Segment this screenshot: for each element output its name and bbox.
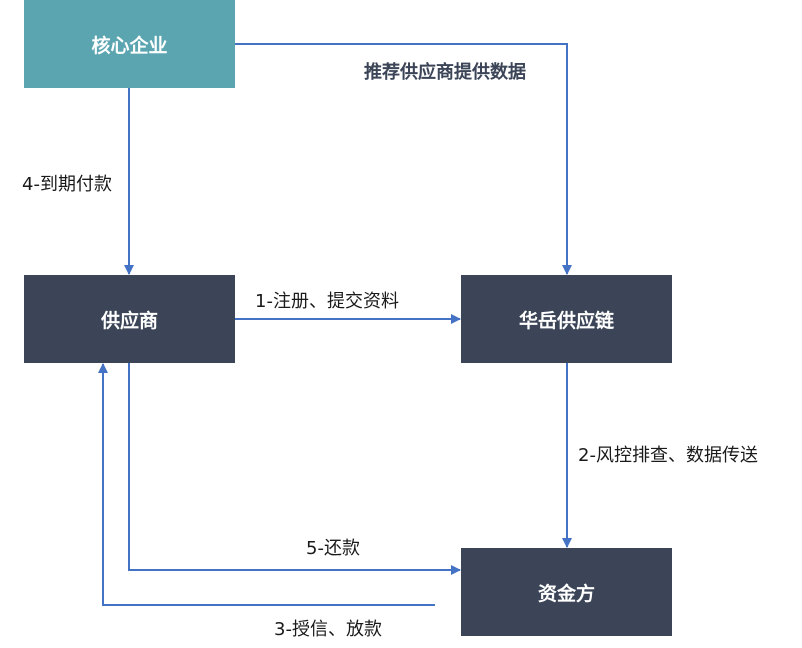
- node-supplier: 供应商: [24, 275, 235, 363]
- edge-label-due-payment: 4-到期付款: [22, 174, 112, 195]
- node-funder-label: 资金方: [537, 582, 595, 605]
- edge-label-credit: 3-授信、放款: [274, 619, 382, 640]
- arrow-core-to-huayue: [235, 43, 572, 275]
- node-huayue-label: 华岳供应链: [518, 309, 614, 332]
- node-core-enterprise-label: 核心企业: [91, 34, 168, 57]
- edge-label-risk-check: 2-风控排查、数据传送: [578, 445, 758, 466]
- arrow-funder-to-supplier: [98, 363, 435, 606]
- edge-label-repay: 5-还款: [306, 538, 360, 559]
- node-core-enterprise: 核心企业: [24, 0, 235, 88]
- edge-label-recommend: 推荐供应商提供数据: [364, 62, 526, 83]
- node-huayue-supply-chain: 华岳供应链: [461, 275, 672, 363]
- node-funder: 资金方: [461, 548, 672, 636]
- edge-label-register: 1-注册、提交资料: [255, 291, 399, 312]
- node-supplier-label: 供应商: [100, 309, 158, 332]
- arrow-supplier-to-funder: [128, 363, 461, 575]
